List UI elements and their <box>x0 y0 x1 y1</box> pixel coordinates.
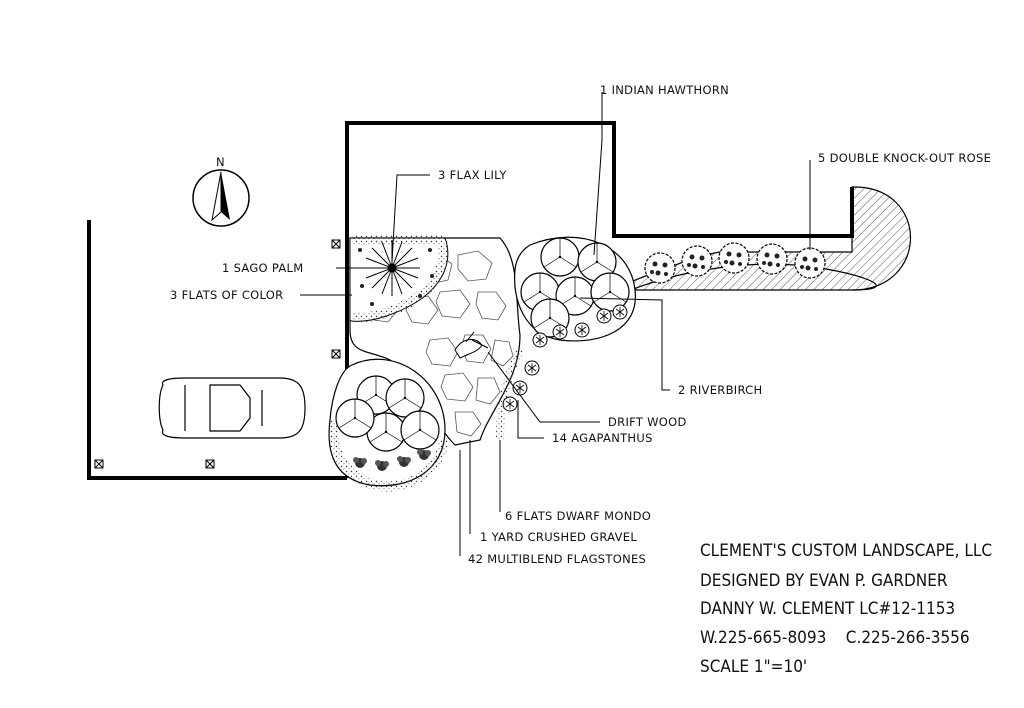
label-sago-palm: 1 SAGO PALM <box>222 261 303 275</box>
north-arrow-icon: N <box>192 155 250 227</box>
title-company: CLEMENT'S CUSTOM LANDSCAPE, LLC <box>700 541 992 561</box>
leader-lines <box>300 92 811 556</box>
label-flax-lily: 3 FLAX LILY <box>438 168 507 182</box>
car-icon <box>158 377 306 439</box>
title-scale: SCALE 1"=10' <box>700 657 807 677</box>
label-crushed-gravel: 1 YARD CRUSHED GRAVEL <box>480 530 637 544</box>
label-flats-color: 3 FLATS OF COLOR <box>170 288 283 302</box>
north-label: N <box>216 155 225 169</box>
label-dwarf-mondo: 6 FLATS DWARF MONDO <box>505 509 651 523</box>
title-designer: DESIGNED BY EVAN P. GARDNER <box>700 571 948 591</box>
label-indian-hawthorn: 1 INDIAN HAWTHORN <box>600 83 729 97</box>
light-markers <box>94 239 341 469</box>
title-license: DANNY W. CLEMENT LC#12-1153 <box>700 599 955 619</box>
label-drift-wood: DRIFT WOOD <box>608 415 687 429</box>
label-riverbirch: 2 RIVERBIRCH <box>678 383 762 397</box>
label-agapanthus: 14 AGAPANTHUS <box>552 431 653 445</box>
lower-left-bed <box>328 358 449 492</box>
drift-wood-icon <box>454 331 489 359</box>
riverbirch-bed <box>496 236 636 441</box>
title-block: CLEMENT'S CUSTOM LANDSCAPE, LLC DESIGNED… <box>700 541 992 677</box>
label-flagstones: 42 MULTIBLEND FLAGSTONES <box>468 552 646 566</box>
title-phones: W.225-665-8093 C.225-266-3556 <box>700 628 970 648</box>
label-knockout-rose: 5 DOUBLE KNOCK-OUT ROSE <box>818 151 991 165</box>
